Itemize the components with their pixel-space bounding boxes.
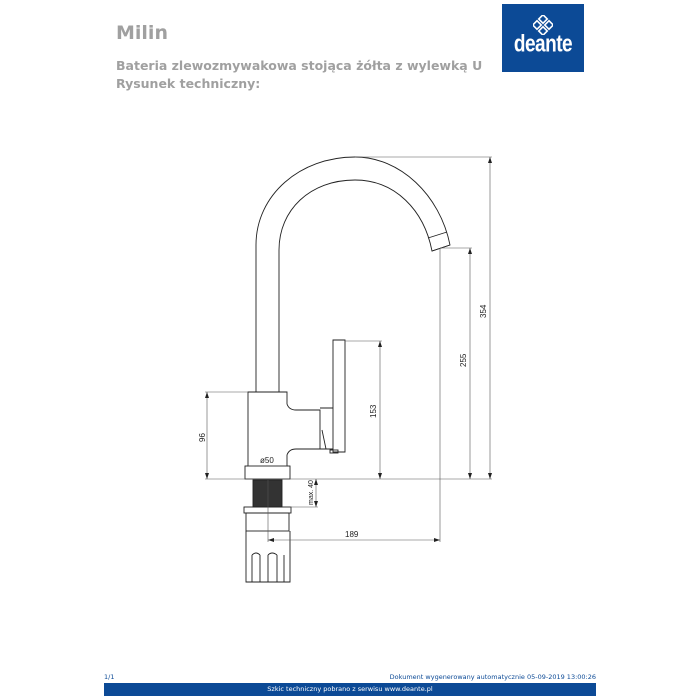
- mounting-thread: [252, 479, 283, 508]
- nut-body: [245, 512, 290, 532]
- dim-354: 354: [479, 304, 488, 318]
- mounting-nut: [243, 506, 292, 514]
- product-title: Milin: [116, 22, 168, 44]
- dim-255: 255: [459, 353, 468, 367]
- aerator: [329, 449, 339, 454]
- dim-153: 153: [369, 404, 378, 418]
- section-label: Rysunek techniczny:: [116, 76, 261, 91]
- dimension-lines: [205, 156, 492, 542]
- dim-base-diameter: ø50: [260, 456, 274, 465]
- dim-max-40: max. 40: [308, 480, 315, 505]
- deante-logo: deante: [502, 4, 584, 72]
- dim-96: 96: [198, 433, 207, 442]
- handle-body: [320, 407, 333, 450]
- generated-timestamp: Dokument wygenerowany automatycznie 05-0…: [389, 673, 596, 681]
- product-description: Bateria zlewozmywakowa stojąca żółta z w…: [116, 58, 483, 73]
- logo-text: deante: [513, 31, 573, 58]
- hose-connector: [245, 531, 291, 583]
- faucet-outline: [243, 156, 451, 583]
- footer-source-bar: Szkic techniczny pobrano z serwisu www.d…: [104, 683, 596, 696]
- logo-diamond-icon: [533, 15, 553, 35]
- spout: [255, 156, 451, 392]
- footer-source-text: Szkic techniczny pobrano z serwisu www.d…: [267, 685, 433, 693]
- base-ring: [244, 465, 291, 480]
- page-number: 1/1: [104, 673, 115, 681]
- handle-lever: [332, 339, 346, 453]
- dim-189: 189: [345, 530, 359, 539]
- faucet-body: [247, 391, 321, 467]
